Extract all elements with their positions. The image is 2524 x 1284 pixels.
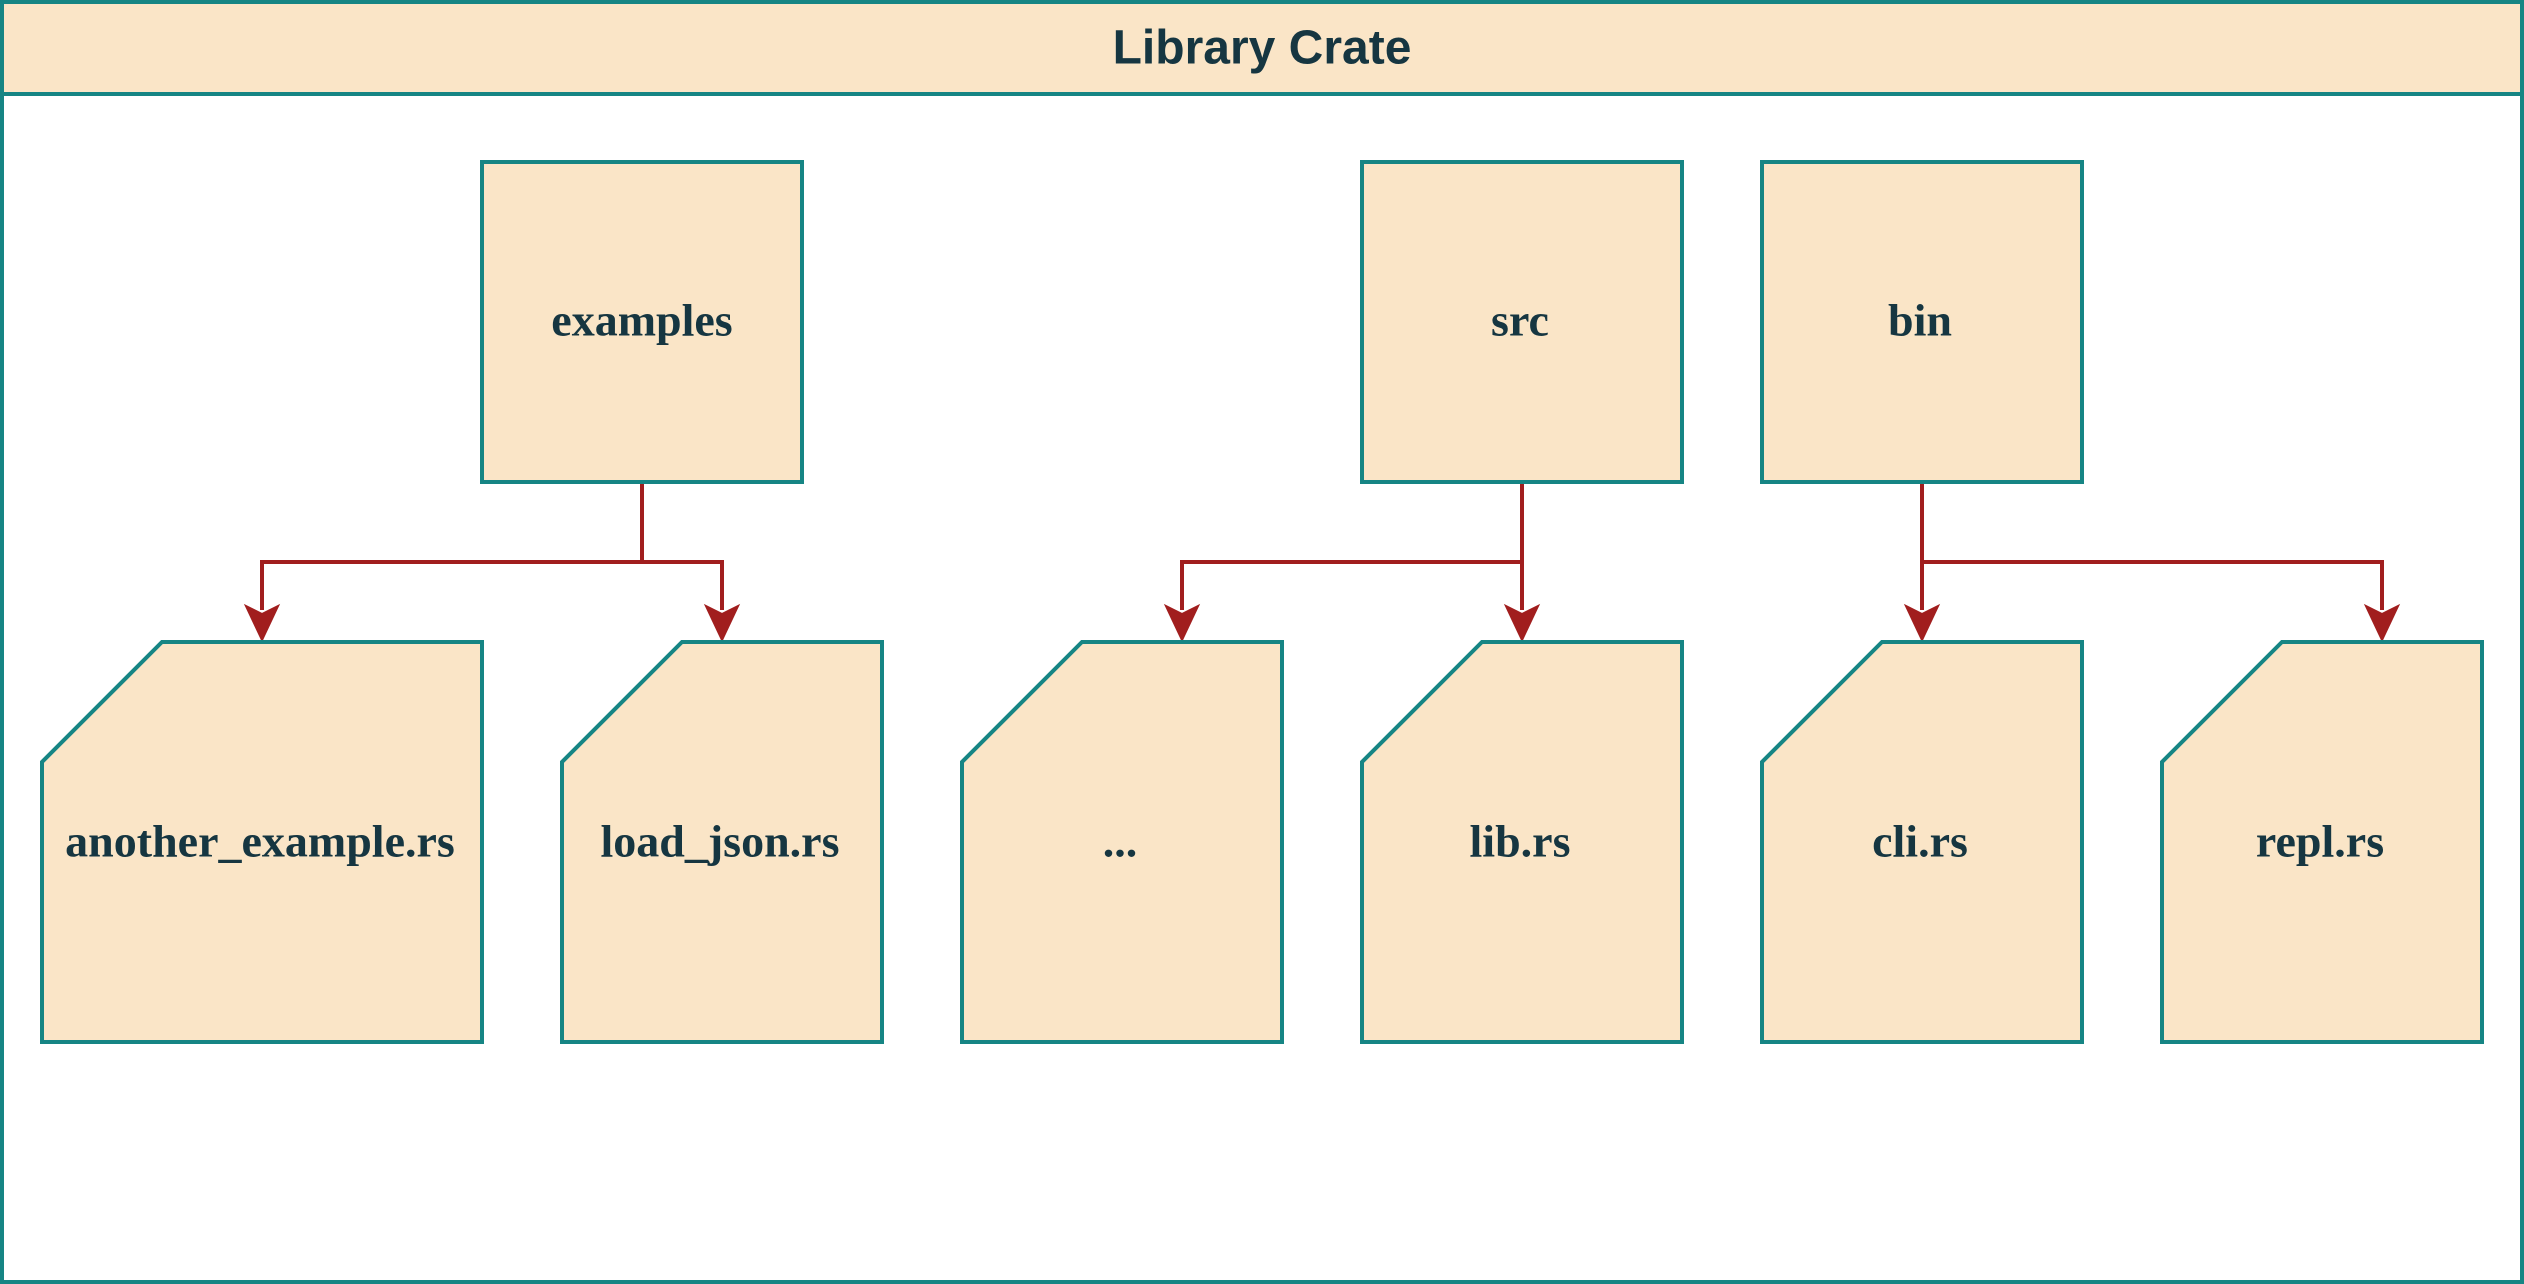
file-label: another_example.rs [65,816,455,867]
file-card [2160,640,2484,1044]
arrowhead [703,603,741,643]
arrowhead [2363,603,2401,643]
file-repl: repl.rs [2160,640,2484,1044]
file-cli: cli.rs [1760,640,2084,1044]
file-card [40,640,484,1044]
edge-bin-repl [1922,560,2384,610]
edge-src-ellipsis [1180,560,1522,610]
file-card [1760,640,2084,1044]
file-label: ... [1103,816,1138,867]
file-label: lib.rs [1470,816,1571,867]
crate-title: Library Crate [1113,22,1412,75]
folder-examples: examples [480,160,804,484]
file-card [560,640,884,1044]
arrowhead [243,603,281,643]
file-load-json: load_json.rs [560,640,884,1044]
folder-src: src [1360,160,1684,484]
file-card [960,640,1284,1044]
edge-examples-load-json [642,560,724,610]
folder-bin: bin [1760,160,2084,484]
arrowhead [1503,603,1541,643]
folder-box [1760,160,2084,484]
folder-label: examples [551,295,732,346]
folder-label: bin [1888,295,1952,346]
folder-label: src [1491,295,1549,346]
file-label: repl.rs [2256,816,2384,867]
folder-box [480,160,804,484]
connectors [243,482,2401,643]
crate-header [0,0,2524,96]
arrowhead [1903,603,1941,643]
edge-examples-another-example [260,482,644,610]
file-another-example: another_example.rs [40,640,484,1044]
file-label: load_json.rs [601,816,840,867]
folder-box [1360,160,1684,484]
file-label: cli.rs [1872,816,1968,867]
file-card [1360,640,1684,1044]
file-lib: lib.rs [1360,640,1684,1044]
file-ellipsis: ... [960,640,1284,1044]
arrowhead [1163,603,1201,643]
